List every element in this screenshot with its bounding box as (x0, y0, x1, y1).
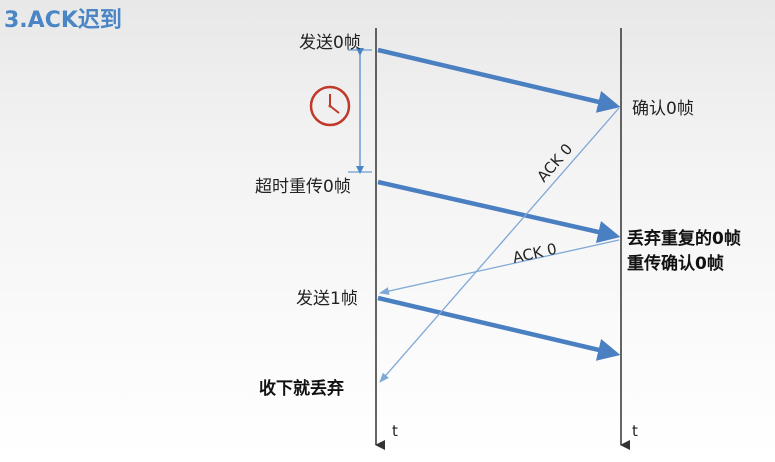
ack-label-1: ACK 0 (533, 140, 576, 185)
receiver-reconfirm-frame0: 重传确认0帧 (627, 254, 724, 274)
ack-label-2: ACK 0 (511, 240, 558, 267)
sender-axis-label: t (392, 422, 398, 440)
clock-icon (309, 85, 351, 127)
receiver-discard-duplicate: 丢弃重复的0帧 (627, 229, 741, 249)
sender-send-frame1: 发送1帧 (296, 289, 358, 309)
frame0-retransmit-arrow (377, 179, 621, 243)
frame0-arrow (377, 47, 621, 113)
frame1-arrow (377, 295, 621, 361)
receiver-axis-label: t (632, 422, 638, 440)
sender-receive-discard: 收下就丢弃 (259, 379, 344, 399)
sender-timeout-retransmit: 超时重传0帧 (255, 177, 351, 197)
ack0-late-line (379, 107, 620, 383)
sender-send-frame0: 发送0帧 (299, 33, 361, 53)
receiver-confirm-frame0: 确认0帧 (632, 99, 694, 119)
ack0-resend-line (379, 239, 620, 295)
slide-title: 3.ACK迟到 (4, 8, 122, 33)
